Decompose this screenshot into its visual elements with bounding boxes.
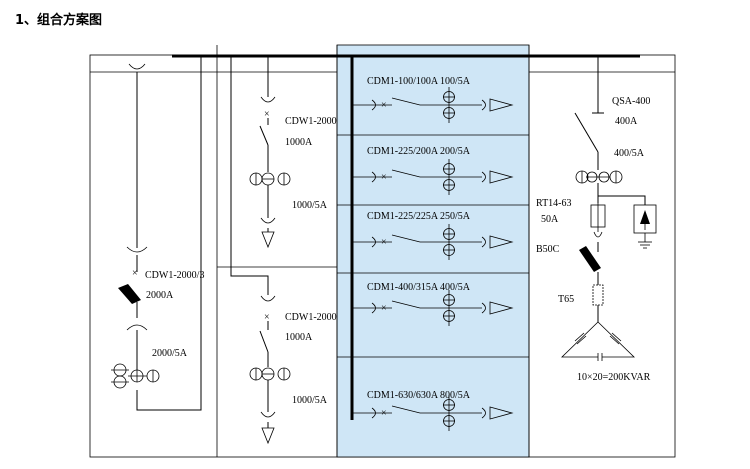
svg-text:×: ×: [264, 312, 270, 323]
lower-feeder-ct-label: 1000/5A: [292, 395, 328, 406]
outlet-plug-symbol: [481, 171, 486, 183]
lower-feeder-breaker-label: CDW1-2000: [285, 312, 337, 323]
capacitor-bank-label: 10×20=200KVAR: [577, 372, 651, 383]
panel-dividers: [216, 45, 530, 457]
feeder-breaker-label: CDM1-400/315A: [367, 282, 439, 293]
outlet-plug-symbol: [481, 407, 486, 419]
upper-feeder-breaker-rating: 1000A: [285, 137, 313, 148]
surge-arrester-symbol: [633, 204, 657, 249]
upper-feeder-breaker-symbol: [259, 125, 269, 146]
breaker-x-mark: ×: [381, 100, 387, 111]
feeder-outlet-arrow: [489, 98, 514, 112]
breaker-x-mark: ×: [381, 172, 387, 183]
feeder-outlet-arrow: [489, 170, 514, 184]
incoming-breaker-rating: 2000A: [146, 290, 174, 301]
capacitor-bank-symbol: [561, 321, 635, 361]
feeder-breaker-label: CDM1-100/100A: [367, 76, 439, 87]
breaker-x-mark: ×: [381, 408, 387, 419]
feeder-breaker-label: CDM1-630/630A: [367, 390, 439, 401]
outlet-plug-symbol: [481, 236, 486, 248]
capacitor-ct-label: 400/5A: [614, 148, 645, 159]
breaker-x-mark: ×: [381, 237, 387, 248]
feeder-breaker-symbol: [391, 169, 421, 178]
upper-feeder-panel: × CDW1-2000 1000A 1000/5A: [230, 56, 337, 267]
feeder-outlet-arrow: [489, 301, 514, 315]
contactor-label: B50C: [536, 244, 560, 255]
feeder-panel-background: [336, 44, 530, 458]
load-switch-rating: 400A: [615, 116, 638, 127]
feeder-breaker-symbol: [391, 300, 421, 309]
feeder-breaker-symbol: [391, 405, 421, 414]
reactor-symbol: [592, 284, 604, 306]
lower-feeder-breaker-symbol: [259, 330, 269, 353]
lower-feeder-panel: × CDW1-2000 1000A 1000/5A: [230, 267, 337, 445]
feeder-breaker-label: CDM1-225/200A: [367, 146, 439, 157]
upper-feeder-ct-label: 1000/5A: [292, 200, 328, 211]
reactor-label: T65: [558, 294, 574, 305]
load-switch-symbol: [574, 112, 599, 153]
outlet-plug-symbol: [481, 99, 486, 111]
upper-feeder-breaker-label: CDW1-2000: [285, 116, 337, 127]
feeder-breaker-symbol: [391, 234, 421, 243]
feeder-breaker-label: CDM1-225/225A: [367, 211, 439, 222]
feeder-outlet-arrow: [489, 235, 514, 249]
lower-feeder-outlet-arrow: [261, 427, 275, 445]
capacitor-panel: QSA-400 400A 400/5A RT14-63 50A B50C T65…: [536, 56, 657, 383]
upper-feeder-ct-symbol: [249, 172, 291, 186]
incoming-ct-symbol: [110, 363, 160, 389]
lower-feeder-ct-symbol: [249, 367, 291, 381]
upper-feeder-outlet-arrow: [261, 231, 275, 249]
lower-feeder-breaker-rating: 1000A: [285, 332, 313, 343]
contactor-symbol: [579, 246, 601, 272]
feeder-outlet-arrow: [489, 406, 514, 420]
svg-text:×: ×: [132, 268, 138, 279]
feeder-breaker-symbol: [391, 97, 421, 106]
fuse-rating: 50A: [541, 214, 559, 225]
incoming-breaker-symbol: [118, 284, 141, 304]
feeder-ct-label: 250/5A: [440, 211, 471, 222]
incoming-breaker-label: CDW1-2000/3: [145, 270, 204, 281]
feeder-ct-symbol: [443, 87, 455, 123]
capacitor-ct-symbol: [575, 170, 623, 184]
feeder-ct-label: 400/5A: [440, 282, 471, 293]
incoming-panel: × CDW1-2000/3 2000A 2000/5A: [110, 56, 204, 411]
feeder-ct-label: 200/5A: [440, 146, 471, 157]
outlet-plug-symbol: [481, 302, 486, 314]
breaker-x-mark: ×: [381, 303, 387, 314]
fuse-label: RT14-63: [536, 198, 572, 209]
svg-text:×: ×: [264, 109, 270, 120]
feeder-ct-label: 100/5A: [440, 76, 471, 87]
incoming-ct-label: 2000/5A: [152, 348, 188, 359]
page-title: 1、组合方案图: [15, 13, 103, 28]
load-switch-label: QSA-400: [612, 96, 650, 107]
feeder-ct-label: 800/5A: [440, 390, 471, 401]
